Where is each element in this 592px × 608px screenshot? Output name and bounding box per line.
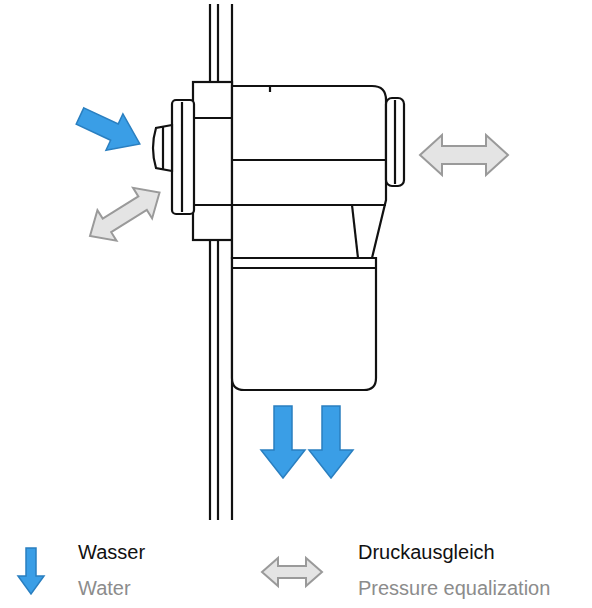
legend-text: Pressure equalization xyxy=(358,576,550,600)
legend-text: Wasser xyxy=(78,540,145,564)
legend-text: Water xyxy=(78,576,131,600)
legend-text: Druckausgleich xyxy=(358,540,495,564)
